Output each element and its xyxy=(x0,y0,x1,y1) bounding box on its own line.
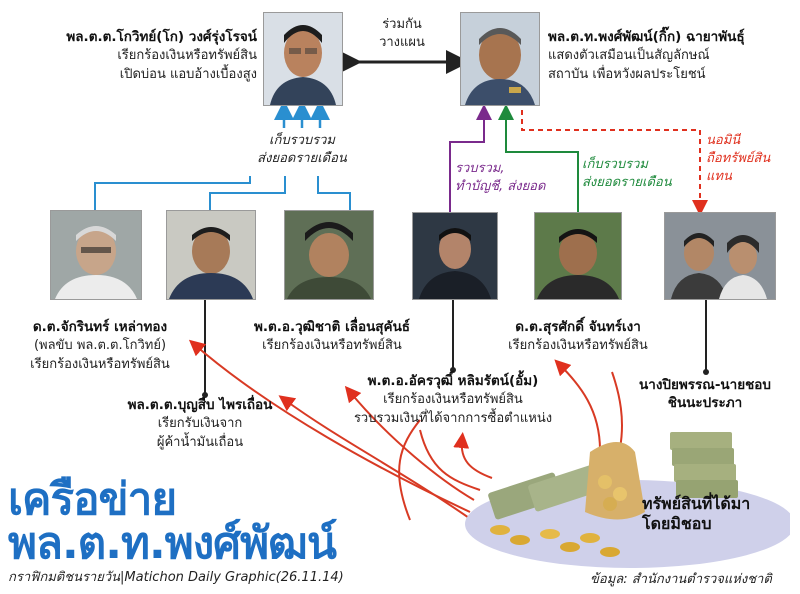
p6-name-2: ชินนะประภา xyxy=(667,395,743,411)
top-right-text: พล.ต.ท.พงศ์พัฒน์(กิ๊ก) ฉายาพันธุ์ แสดงตั… xyxy=(548,28,798,84)
p6-text: นางปิยพรรณ-นายชอบ ชินนะประภา xyxy=(610,376,800,412)
p2-text: พ.ต.อ.วุฒิชาติ เลื่อนสุคันธ์ เรียกร้องเง… xyxy=(232,318,432,355)
link-plan-label: ร่วมกัน วางแผน xyxy=(379,17,425,50)
title-line-2: พล.ต.ท.พงศ์พัฒน์ xyxy=(8,518,337,569)
p5-photo xyxy=(412,212,498,300)
collect-label-blue: เก็บรวบรวม ส่งยอดรายเดือน xyxy=(257,133,347,166)
coins-icon xyxy=(490,525,620,557)
p2-photo xyxy=(166,210,256,300)
top-left-text: พล.ต.ต.โกวิทย์(โก) วงศ์รุ่งโรจน์ เรียกร้… xyxy=(5,28,257,84)
nominee-label: นอมินี ถือทรัพย์สิน แทน xyxy=(706,133,771,184)
p3-photo xyxy=(284,210,374,300)
gold-bag-icon xyxy=(585,442,645,520)
p3-right-photo xyxy=(534,212,622,300)
top-right-photo xyxy=(460,12,540,106)
cash-stack-icon xyxy=(488,432,738,520)
purple-label: รวบรวม, ทำบัญชี, ส่งยอด xyxy=(455,161,546,194)
p5-text: พ.ต.อ.อัครวุฒิ์ หลิมรัตน์(อั้ม) เรียกร้อ… xyxy=(328,372,578,428)
top-right-name: พล.ต.ท.พงศ์พัฒน์(กิ๊ก) ฉายาพันธุ์ xyxy=(548,29,745,45)
p5-name: พ.ต.อ.อัครวุฒิ์ หลิมรัตน์(อั้ม) xyxy=(367,373,539,389)
title-line-1: เครือข่าย xyxy=(8,474,177,525)
assets-illustration xyxy=(465,432,790,568)
p3-text: ด.ต.สุรศักดิ์ จันทร์เงา เรียกร้องเงินหรื… xyxy=(488,318,668,355)
assets-label: ทรัพย์สินที่ได้มา โดยมิชอบ xyxy=(642,494,751,533)
p4-text: พล.ต.ต.บุญสืบ ไพรเถื่อน เรียกรับเงินจาก … xyxy=(100,396,300,452)
p4-name: พล.ต.ต.บุญสืบ ไพรเถื่อน xyxy=(127,397,273,413)
p6-photo xyxy=(664,212,776,300)
green-label: เก็บรวบรวม ส่งยอดรายเดือน xyxy=(582,157,672,190)
top-left-photo xyxy=(263,12,343,106)
p6-name-1: นางปิยพรรณ-นายชอบ xyxy=(639,377,771,393)
top-left-name: พล.ต.ต.โกวิทย์(โก) วงศ์รุ่งโรจน์ xyxy=(66,29,257,45)
p1-name: ด.ต.จักรินทร์ เหล่าทอง xyxy=(32,319,168,335)
p3-name: ด.ต.สุรศักดิ์ จันทร์เงา xyxy=(515,319,641,335)
p2-name: พ.ต.อ.วุฒิชาติ เลื่อนสุคันธ์ xyxy=(253,319,411,335)
data-source: ข้อมูล: สำนักงานตำรวจแห่งชาติ xyxy=(590,572,772,587)
p1-photo xyxy=(50,210,142,300)
graphic-credit: กราฟิกมติชนรายวัน|Matichon Daily Graphic… xyxy=(8,570,344,585)
p1-text: ด.ต.จักรินทร์ เหล่าทอง (พลขับ พล.ต.ต.โกว… xyxy=(5,318,195,374)
page-title: เครือข่าย พล.ต.ท.พงศ์พัฒน์ xyxy=(8,474,337,569)
